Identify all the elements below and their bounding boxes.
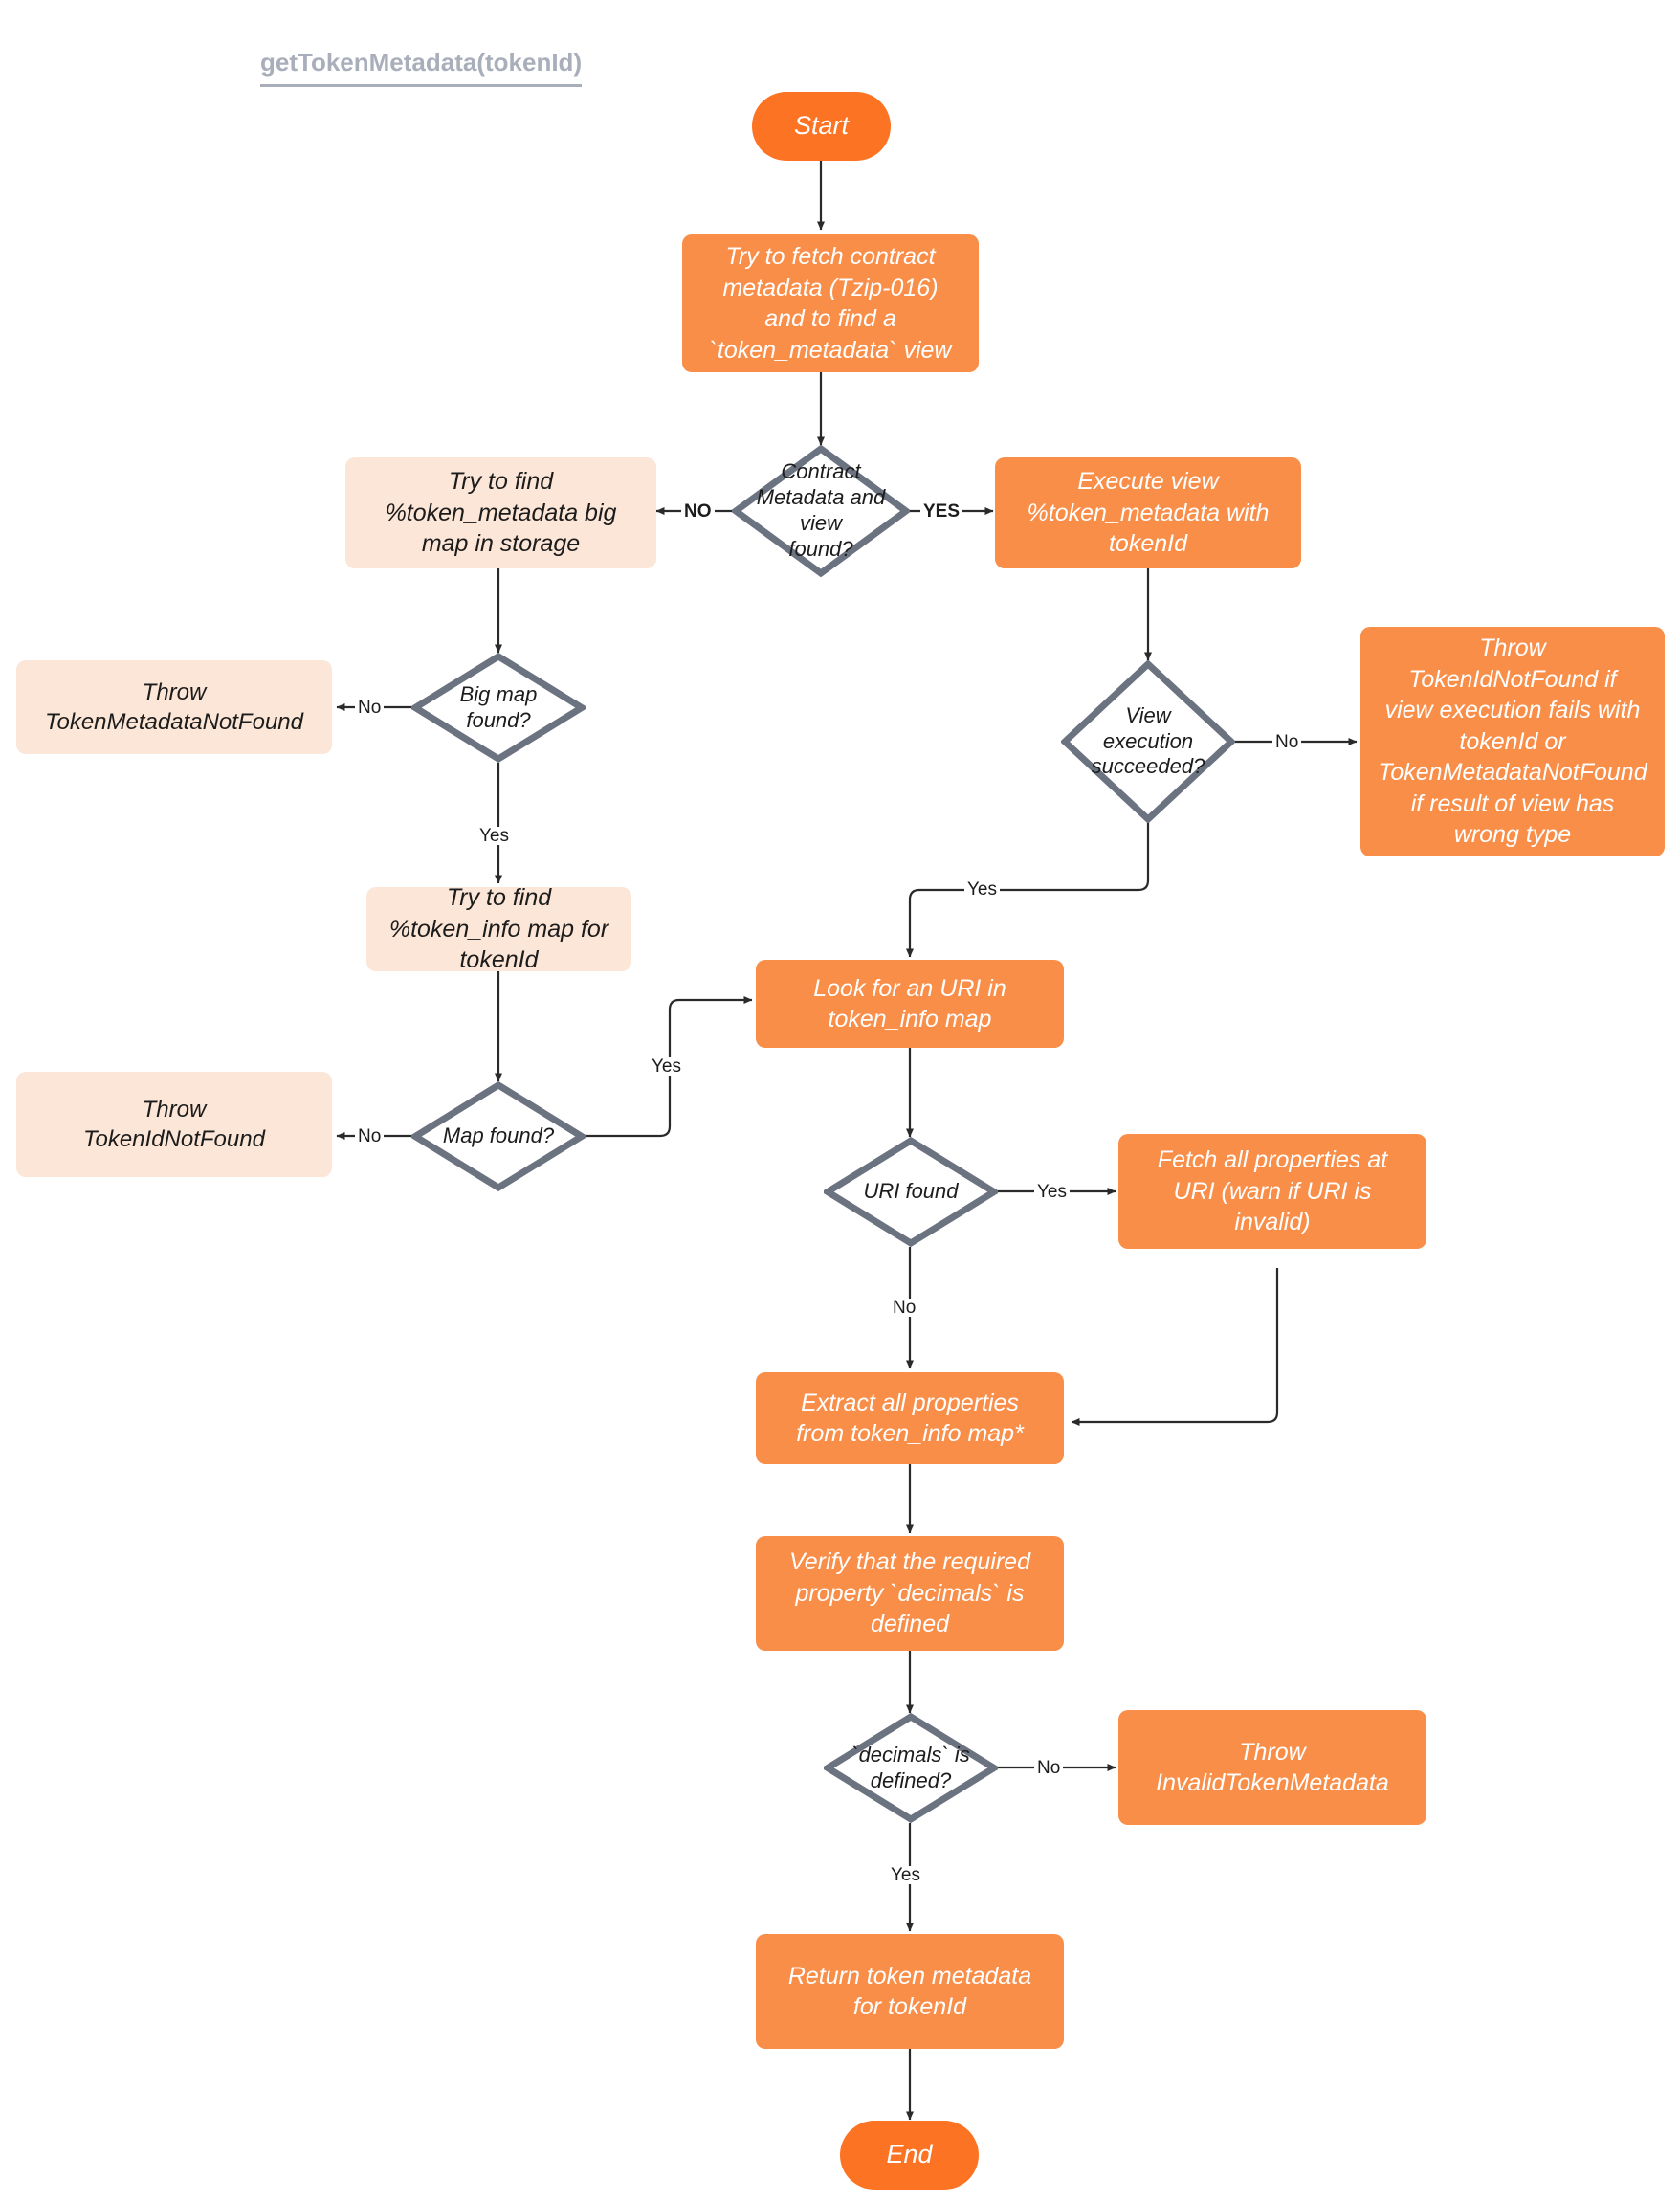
node-find-big-map-label: Try to find %token_metadata big map in s… xyxy=(385,468,617,558)
edge-label-decimals-yes: Yes xyxy=(888,1866,923,1884)
node-uri-found-label: URI found xyxy=(863,1179,959,1204)
node-look-for-uri[interactable]: Look for an URI in token_info map xyxy=(756,960,1064,1048)
node-fetch-properties-at-uri[interactable]: Fetch all properties at URI (warn if URI… xyxy=(1118,1134,1426,1249)
node-contract-metadata-found[interactable]: Contract Metadata and view found? xyxy=(732,445,910,577)
node-end-label: End xyxy=(886,2140,933,2169)
node-verify-decimals-label: Verify that the required property `decim… xyxy=(789,1548,1030,1638)
diamond-shape xyxy=(824,1137,998,1247)
node-throw-invalid-token-metadata-label: Throw InvalidTokenMetadata xyxy=(1156,1738,1389,1797)
edge-label-map-yes: Yes xyxy=(649,1057,684,1076)
node-fetch-contract-metadata-label: Try to fetch contract metadata (Tzip-016… xyxy=(709,243,952,364)
diamond-shape xyxy=(411,653,586,763)
edge-label-uri-yes: Yes xyxy=(1034,1183,1070,1201)
diagram-title: getTokenMetadata(tokenId) xyxy=(260,48,583,87)
node-big-map-found[interactable]: Big map found? xyxy=(411,653,586,763)
node-find-token-info-map[interactable]: Try to find %token_info map for tokenId xyxy=(366,884,631,973)
node-throw-token-metadata-not-found-label: Throw TokenMetadataNotFound xyxy=(45,678,303,735)
node-throw-token-id-not-found-view-label: Throw TokenIdNotFound if view execution … xyxy=(1378,634,1647,849)
node-fetch-contract-metadata[interactable]: Try to fetch contract metadata (Tzip-016… xyxy=(682,234,979,372)
node-view-execution-succeeded-label: View execution succeeded? xyxy=(1091,702,1205,779)
node-throw-token-id-not-found[interactable]: Throw TokenIdNotFound xyxy=(16,1072,332,1177)
node-extract-properties-label: Extract all properties from token_info m… xyxy=(796,1389,1024,1448)
node-contract-metadata-found-label: Contract Metadata and view found? xyxy=(756,459,886,561)
node-execute-view-label: Execute view %token_metadata with tokenI… xyxy=(1027,468,1270,558)
node-start[interactable]: Start xyxy=(752,92,891,161)
edge-label-contract-yes: YES xyxy=(920,502,963,521)
node-verify-decimals[interactable]: Verify that the required property `decim… xyxy=(756,1536,1064,1651)
diamond-shape xyxy=(732,445,910,577)
node-map-found-label: Map found? xyxy=(442,1123,555,1148)
node-uri-found[interactable]: URI found xyxy=(824,1137,998,1247)
node-return-token-metadata[interactable]: Return token metadata for tokenId xyxy=(756,1934,1064,2049)
edge-label-decimals-no: No xyxy=(1034,1759,1064,1777)
edge-label-big-map-yes: Yes xyxy=(476,827,512,845)
node-throw-token-metadata-not-found[interactable]: Throw TokenMetadataNotFound xyxy=(16,660,332,754)
node-decimals-defined[interactable]: `decimals` is defined? xyxy=(824,1713,998,1823)
node-throw-token-id-not-found-label: Throw TokenIdNotFound xyxy=(83,1096,265,1152)
node-return-token-metadata-label: Return token metadata for tokenId xyxy=(787,1962,1032,2021)
node-big-map-found-label: Big map found? xyxy=(459,681,538,732)
node-decimals-defined-label: `decimals` is defined? xyxy=(851,1742,970,1792)
edge-label-view-no: No xyxy=(1272,733,1302,751)
edge-label-map-no: No xyxy=(355,1127,385,1145)
edge-label-contract-no: NO xyxy=(681,502,715,521)
diamond-shape xyxy=(824,1713,998,1823)
node-look-for-uri-label: Look for an URI in token_info map xyxy=(813,974,1006,1034)
edge-label-view-yes: Yes xyxy=(964,880,1000,899)
diamond-shape xyxy=(411,1081,586,1191)
node-view-execution-succeeded[interactable]: View execution succeeded? xyxy=(1061,660,1235,823)
edge-label-big-map-no: No xyxy=(355,699,385,717)
node-end[interactable]: End xyxy=(840,2121,979,2190)
edge-label-uri-no: No xyxy=(890,1299,919,1317)
node-fetch-properties-at-uri-label: Fetch all properties at URI (warn if URI… xyxy=(1157,1146,1388,1236)
node-start-label: Start xyxy=(793,111,850,141)
node-find-big-map[interactable]: Try to find %token_metadata big map in s… xyxy=(345,457,656,568)
node-find-token-info-map-label: Try to find %token_info map for tokenId xyxy=(388,884,609,974)
diamond-shape xyxy=(1061,660,1235,823)
node-extract-properties[interactable]: Extract all properties from token_info m… xyxy=(756,1372,1064,1464)
node-throw-token-id-not-found-view[interactable]: Throw TokenIdNotFound if view execution … xyxy=(1360,627,1665,856)
node-execute-view[interactable]: Execute view %token_metadata with tokenI… xyxy=(995,457,1301,568)
node-map-found[interactable]: Map found? xyxy=(411,1081,586,1191)
node-throw-invalid-token-metadata[interactable]: Throw InvalidTokenMetadata xyxy=(1118,1710,1426,1825)
